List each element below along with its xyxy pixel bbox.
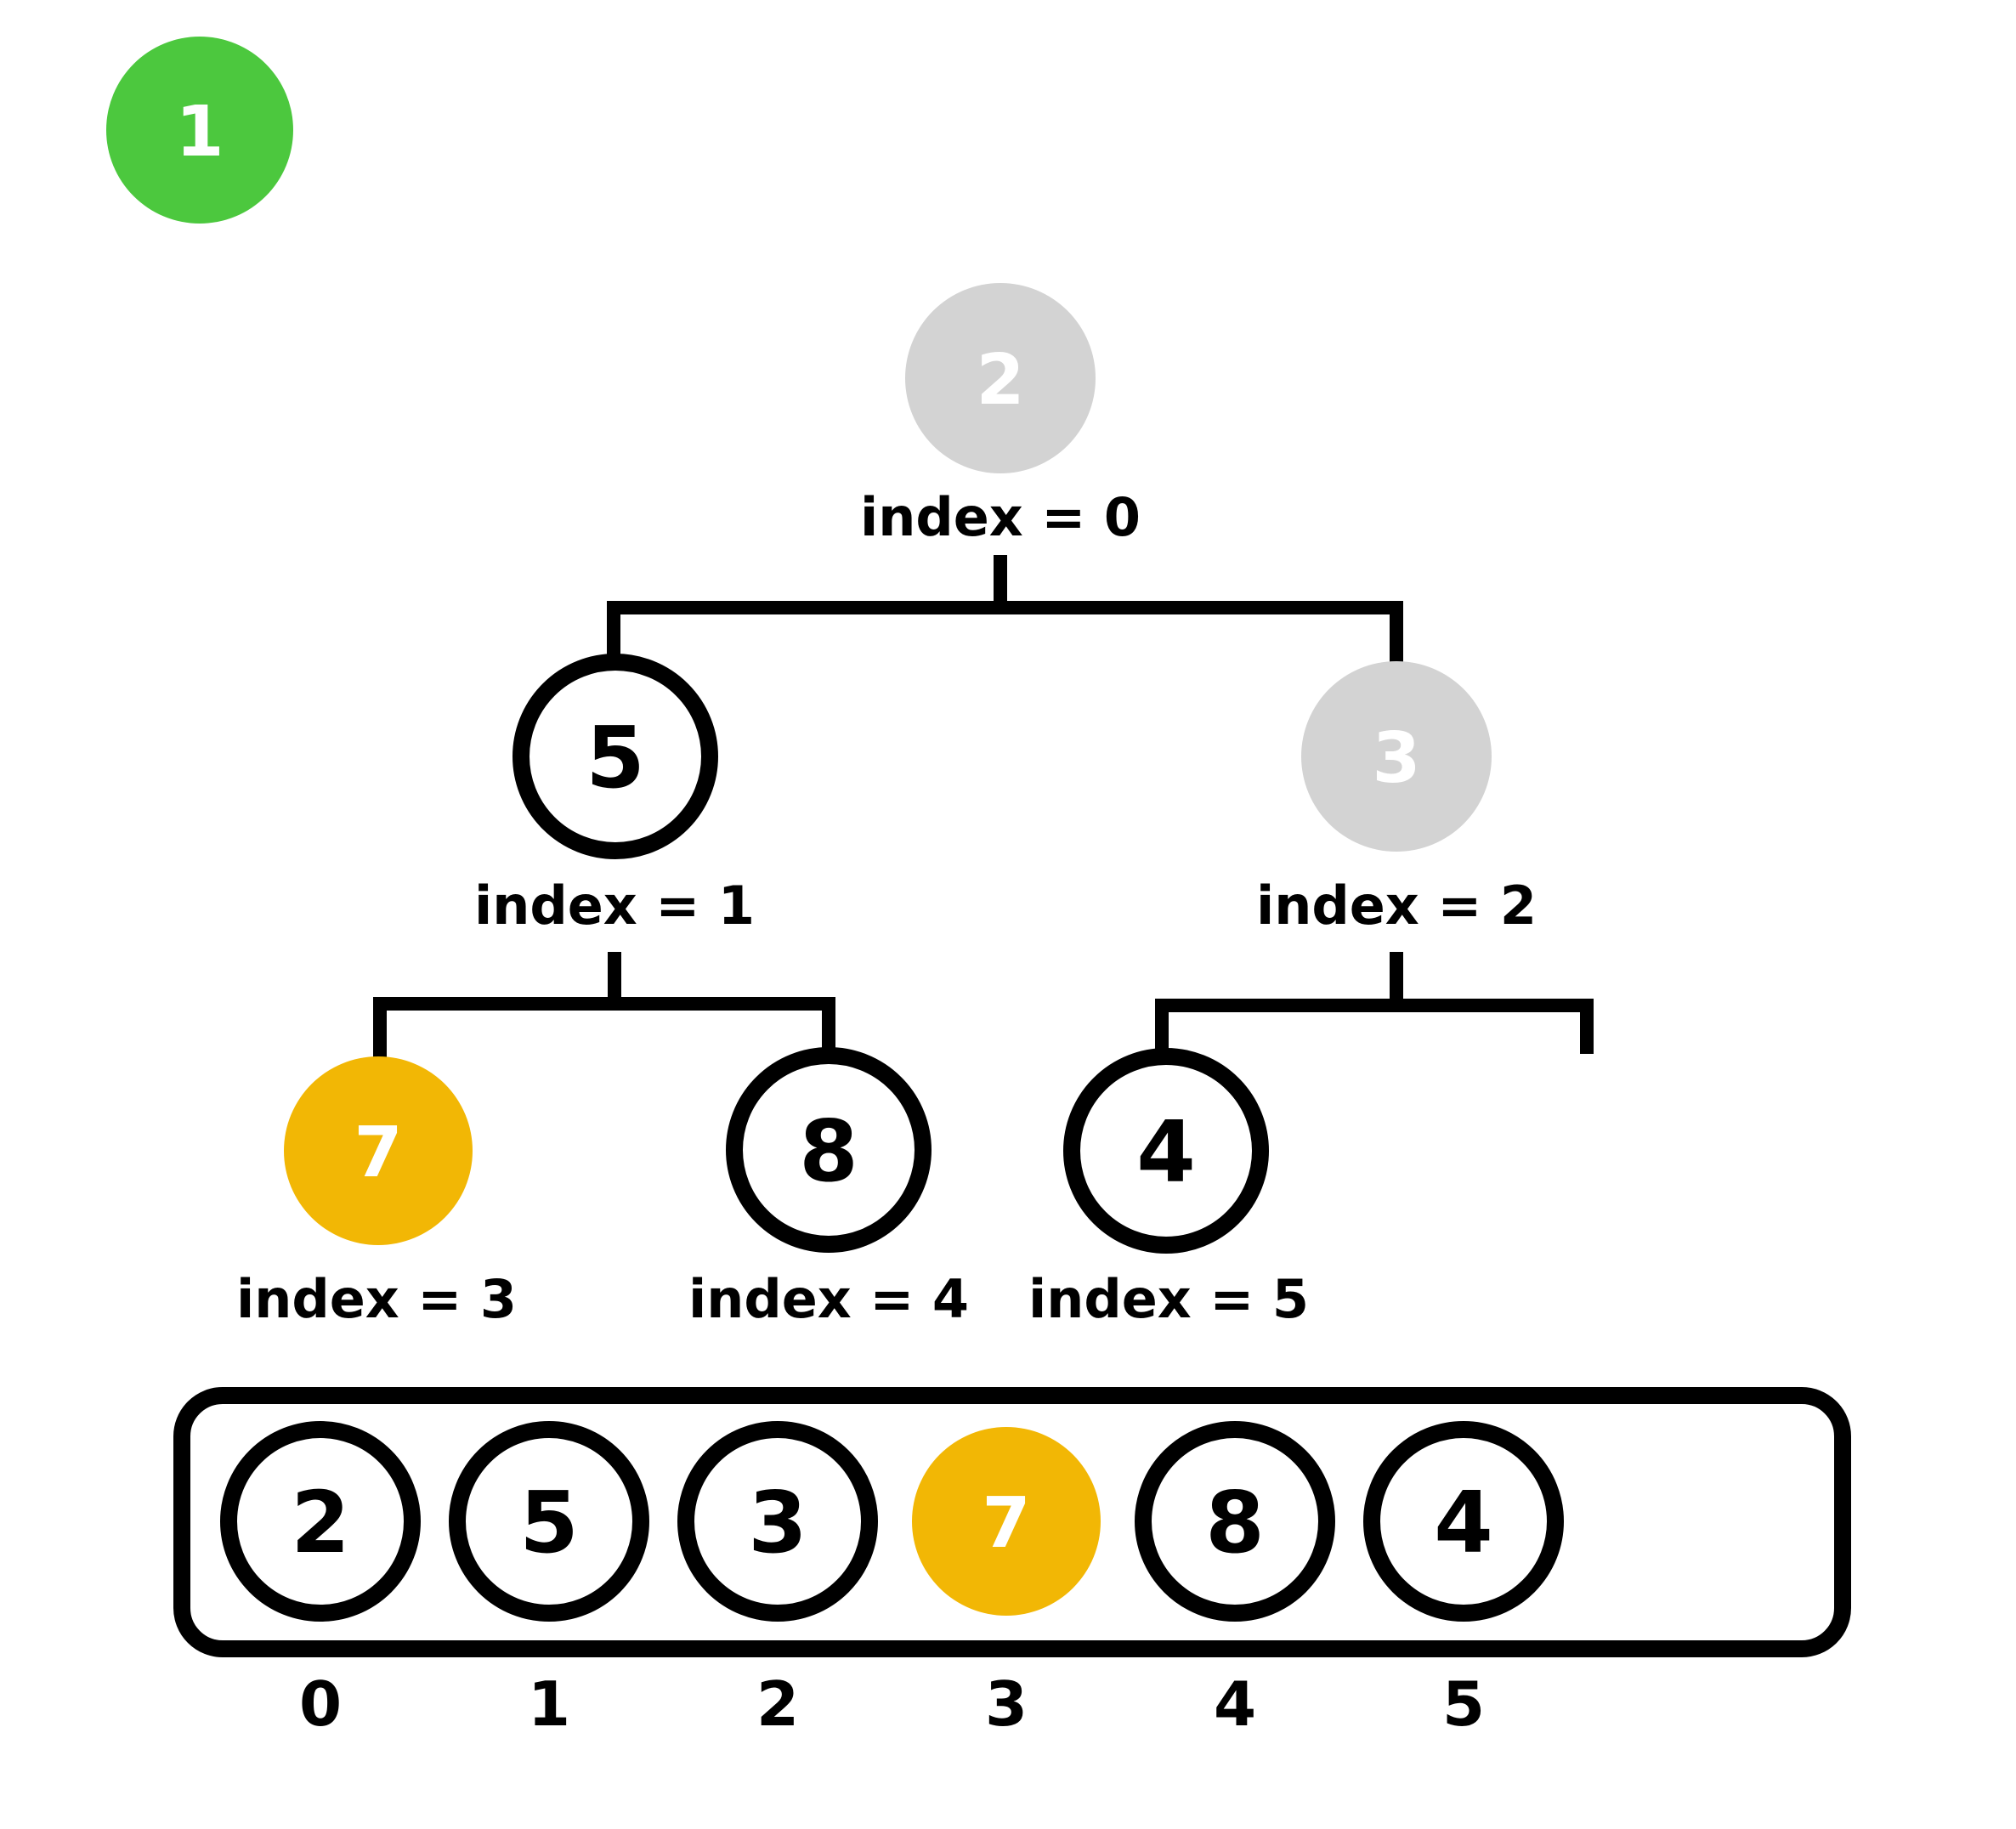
connector-node5-to-children xyxy=(373,952,835,1064)
array-cell-0: 2 0 xyxy=(220,1421,421,1740)
tree-node-index-label: index = 5 xyxy=(1028,1268,1309,1330)
array-cell-circle-highlighted xyxy=(912,1427,1101,1616)
step-badge-circle xyxy=(106,37,293,224)
tree-node-value: 7 xyxy=(354,1113,402,1193)
tree-node-circle xyxy=(1063,1048,1269,1254)
array-cell-3: 7 3 xyxy=(912,1427,1101,1740)
array-cell-value: 4 xyxy=(1434,1473,1493,1572)
tree-node-index-label: index = 3 xyxy=(236,1268,517,1330)
tree-node-index-label: index = 0 xyxy=(860,486,1141,548)
array-cell-value: 7 xyxy=(982,1483,1030,1564)
step-badge: 1 xyxy=(106,37,293,224)
array-cell-value: 2 xyxy=(291,1473,350,1572)
array-representation: 2 0 5 1 3 2 7 3 8 4 xyxy=(173,1387,1851,1740)
tree-node-value: 8 xyxy=(799,1101,858,1201)
tree-node-index-2: 3 index = 2 xyxy=(1256,661,1537,937)
tree-node-index-0: 2 index = 0 xyxy=(860,283,1141,548)
array-cell-value: 8 xyxy=(1205,1473,1265,1572)
array-cell-index-label: 0 xyxy=(299,1668,342,1740)
tree-node-circle-visited xyxy=(1301,661,1492,852)
array-cell-circle xyxy=(677,1421,878,1622)
tree-node-index-1: 5 index = 1 xyxy=(474,654,755,937)
step-badge-number: 1 xyxy=(175,92,224,173)
array-container-box xyxy=(173,1387,1851,1657)
array-cell-2: 3 2 xyxy=(677,1421,878,1740)
array-cell-circle xyxy=(1135,1421,1335,1622)
connector-root-to-children xyxy=(607,555,1403,671)
array-cell-index-label: 5 xyxy=(1442,1668,1485,1740)
array-cell-circle xyxy=(220,1421,421,1622)
tree-node-circle xyxy=(726,1047,932,1253)
tree-node-circle-highlighted xyxy=(284,1056,473,1245)
tree-node-value: 4 xyxy=(1136,1102,1196,1202)
tree-node-index-label: index = 1 xyxy=(474,875,755,937)
array-cell-5: 4 5 xyxy=(1363,1421,1564,1740)
tree-node-circle-visited xyxy=(905,283,1096,473)
connector-node3-to-children xyxy=(1155,952,1594,1062)
array-cell-index-label: 3 xyxy=(985,1668,1028,1740)
array-cell-4: 8 4 xyxy=(1135,1421,1335,1740)
tree-connectors xyxy=(373,555,1594,1064)
tree-node-circle xyxy=(512,654,718,859)
tree-node-value: 3 xyxy=(1372,718,1420,799)
array-cell-index-label: 4 xyxy=(1214,1668,1256,1740)
tree-node-index-4: 8 index = 4 xyxy=(688,1047,969,1330)
tree-node-value: 2 xyxy=(976,340,1024,421)
tree-node-index-label: index = 4 xyxy=(688,1268,969,1330)
array-cell-circle xyxy=(449,1421,649,1622)
tree-nodes: 2 index = 0 5 index = 1 3 index = 2 7 in… xyxy=(236,283,1537,1330)
array-cell-circle xyxy=(1363,1421,1564,1622)
array-cell-value: 3 xyxy=(748,1473,807,1572)
array-cell-1: 5 1 xyxy=(449,1421,649,1740)
array-cell-index-label: 1 xyxy=(528,1668,570,1740)
tree-node-value: 5 xyxy=(586,708,645,807)
tree-node-index-label: index = 2 xyxy=(1256,875,1537,937)
tree-node-index-5: 4 index = 5 xyxy=(1028,1048,1309,1330)
array-cell-value: 5 xyxy=(519,1473,579,1572)
array-cell-index-label: 2 xyxy=(756,1668,799,1740)
tree-node-index-3: 7 index = 3 xyxy=(236,1056,517,1330)
